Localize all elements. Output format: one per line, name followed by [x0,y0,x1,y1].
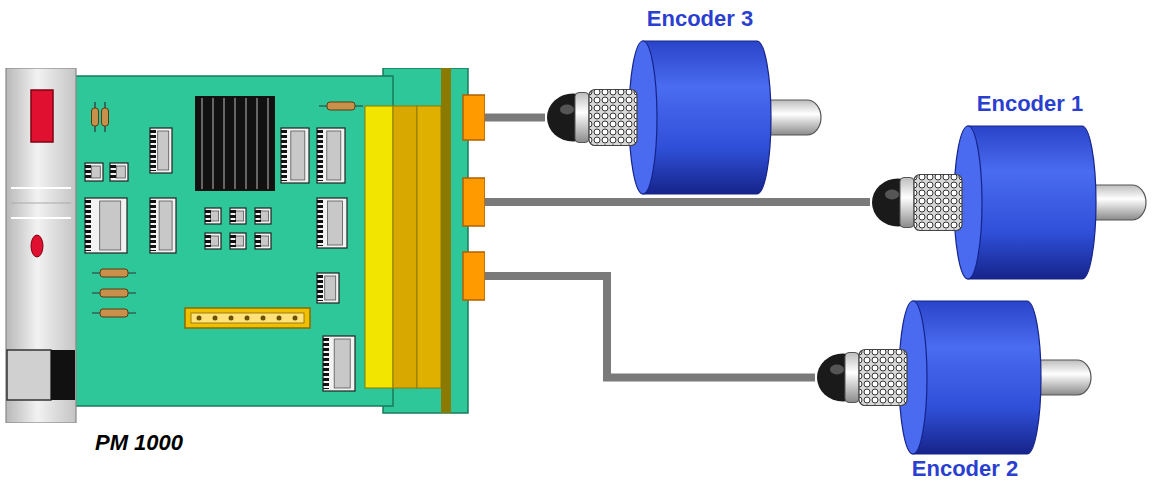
card-name: PM 1000 [95,430,183,456]
encoder-cable [485,198,870,206]
controller-card [5,68,485,423]
encoder-box: Encoder 2 [815,300,1095,455]
encoder-cable [485,114,545,122]
encoder-name: Encoder 1 [977,91,1083,117]
encoder-figure [870,125,1150,280]
encoder-box: Encoder 3 [545,40,825,195]
encoder-figure [815,300,1095,455]
encoder-cable [485,276,815,378]
encoder-figure [545,40,825,195]
encoder-name: Encoder 3 [647,6,753,32]
controller-card-box: PM 1000 [5,68,485,423]
encoder-name: Encoder 2 [912,456,1018,482]
encoder-box: Encoder 1 [870,125,1150,280]
